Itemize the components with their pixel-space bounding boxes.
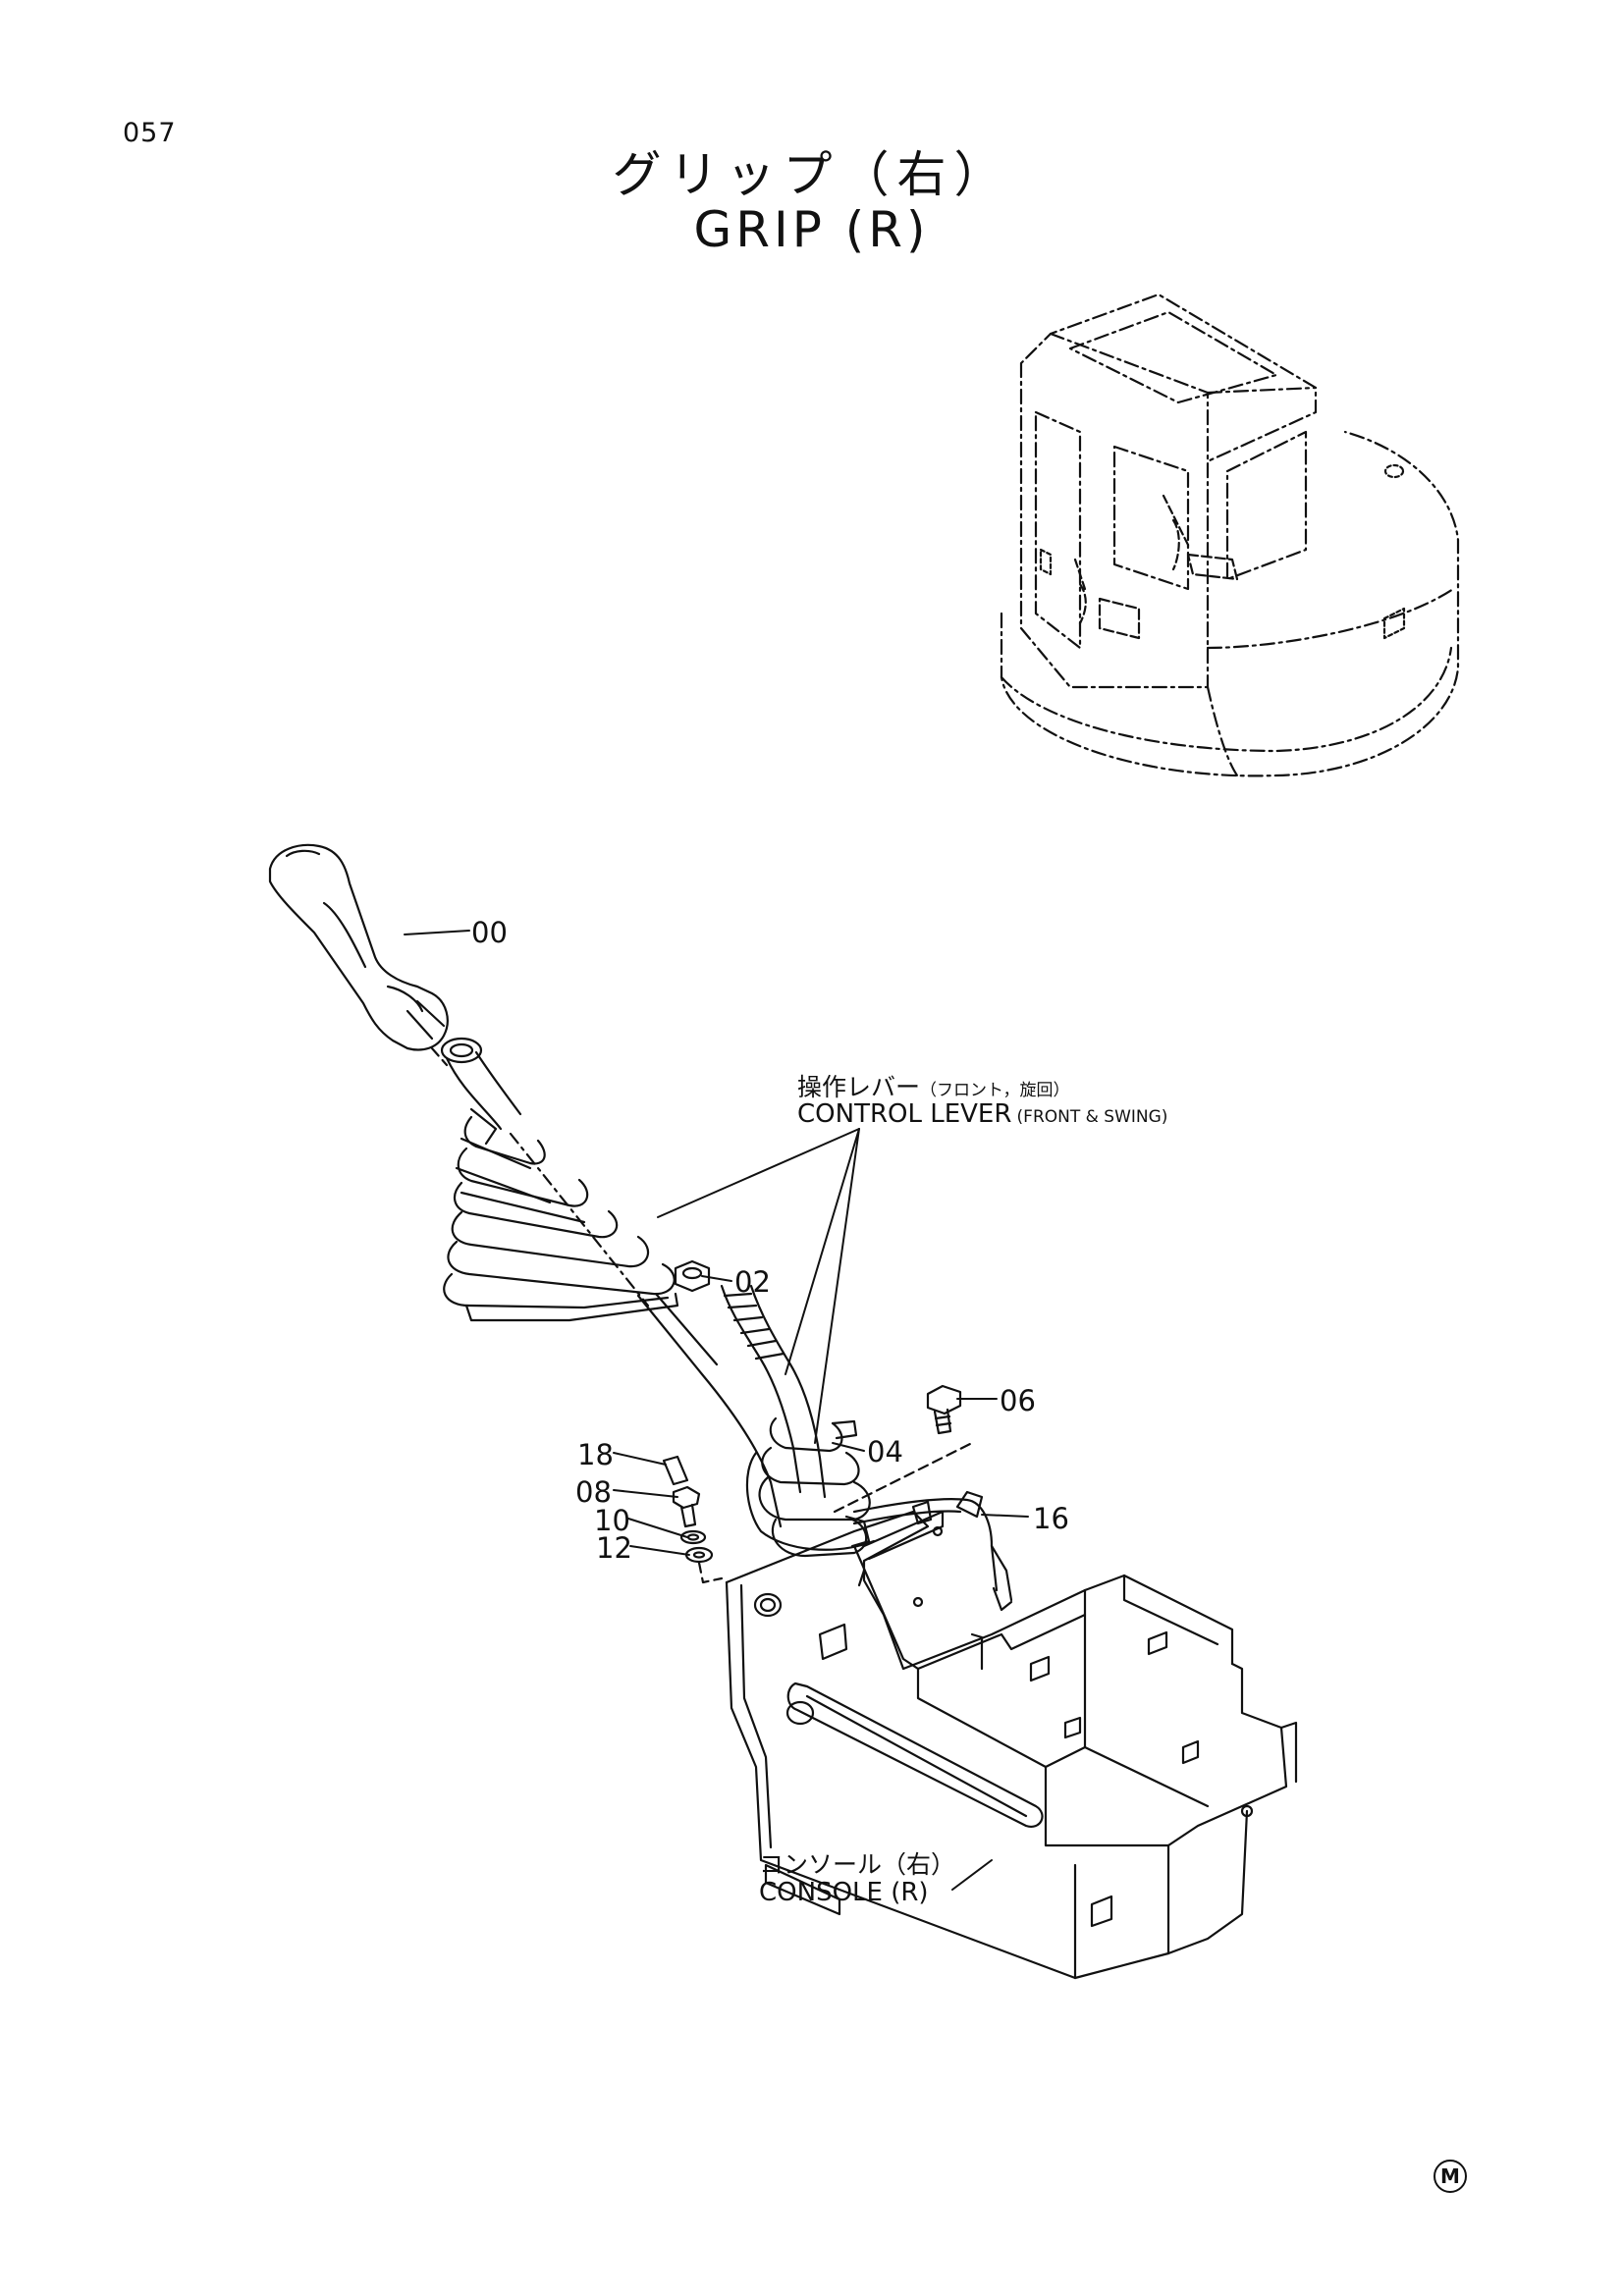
machine-overview-illustration (1000, 293, 1460, 777)
page-number: 057 (123, 118, 177, 148)
harness-16 (852, 1490, 1013, 1612)
callout-12: 12 (596, 1531, 632, 1565)
callout-18: 18 (577, 1438, 614, 1471)
title-japanese: グリップ（右） (612, 146, 1011, 203)
rubber-boot (440, 1037, 679, 1322)
control-lever-jp-sub: （フロント，旋回） (920, 1081, 1070, 1100)
callout-02: 02 (734, 1265, 771, 1299)
console-r (725, 1500, 1298, 1980)
pin-18 (662, 1455, 689, 1486)
callout-10: 10 (594, 1504, 630, 1537)
bolt-06 (926, 1384, 962, 1435)
callout-16: 16 (1033, 1502, 1069, 1535)
title-english: GRIP (R) (693, 201, 930, 258)
pilot-valve-04 (745, 1416, 876, 1558)
bolt-06-centerline (833, 1441, 974, 1514)
console-label-jp: コンソール（右） (759, 1850, 956, 1879)
control-lever-rod (636, 1284, 827, 1528)
nut-02 (674, 1259, 711, 1293)
control-lever-jp: 操作レバー (797, 1073, 921, 1101)
control-lever-label-jp: 操作レバー（フロント，旋回） (797, 1068, 1070, 1103)
control-lever-label-en: CONTROL LEVER (FRONT & SWING) (797, 1099, 1167, 1129)
grip-knob (268, 843, 449, 1067)
callout-08: 08 (575, 1475, 612, 1509)
bolt-08 (672, 1485, 701, 1528)
console-label-en: CONSOLE (R) (759, 1878, 929, 1907)
callout-00: 00 (471, 916, 508, 949)
leader-lines (404, 930, 1029, 1891)
callout-06: 06 (1000, 1384, 1036, 1417)
manufacturer-mark: M (1434, 2160, 1467, 2193)
control-lever-en: CONTROL LEVER (797, 1099, 1012, 1129)
control-lever-en-sub: (FRONT & SWING) (1016, 1107, 1168, 1127)
callout-04: 04 (867, 1435, 903, 1468)
bolt-centerline (697, 1561, 724, 1584)
